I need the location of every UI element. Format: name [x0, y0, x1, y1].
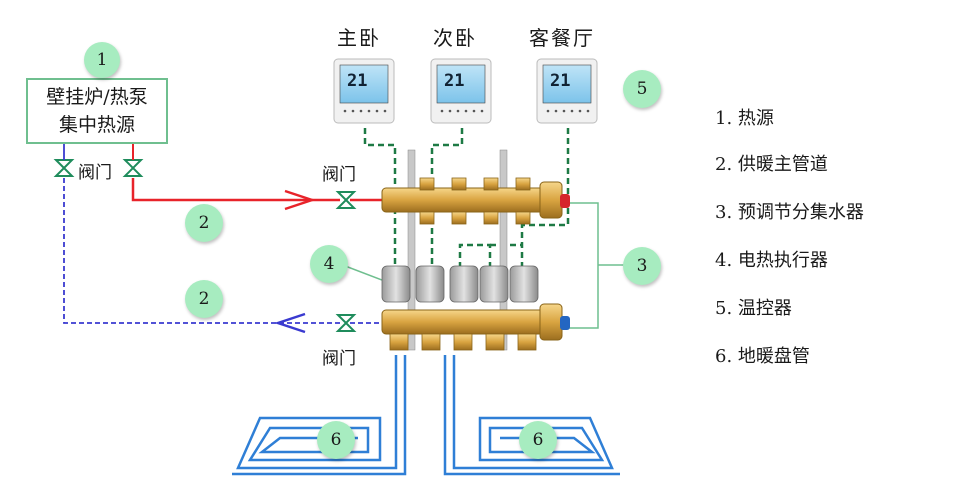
valve-label-return: 阀门	[322, 349, 356, 369]
thermostat-temp: 21	[347, 71, 368, 91]
badge-3: 3	[623, 247, 661, 285]
thermostat-second[interactable]: 21	[430, 58, 492, 124]
heat-source-line1: 壁挂炉/热泵	[46, 86, 148, 108]
badge-6-right: 6	[519, 421, 557, 459]
supply-end-fitting	[539, 181, 563, 219]
actuator	[479, 265, 509, 303]
actuator	[415, 265, 445, 303]
supply-manifold-bar	[381, 187, 553, 213]
legend-item-floor-coil: 6. 地暖盘管	[715, 346, 810, 367]
supply-valve[interactable]	[335, 191, 357, 209]
room-label-master: 主卧	[337, 26, 381, 50]
supply-bonnets	[419, 177, 531, 191]
actuator	[381, 265, 411, 303]
thermostat-living[interactable]: 21	[536, 58, 598, 124]
source-valve-left[interactable]	[53, 159, 75, 177]
source-valve-right[interactable]	[122, 159, 144, 177]
thermostat-master[interactable]: 21	[333, 58, 395, 124]
legend-item-main-pipe: 2. 供暖主管道	[715, 154, 828, 175]
heat-source-box: 壁挂炉/热泵 集中热源	[26, 78, 168, 144]
floor-coil-left	[232, 355, 407, 476]
blue-cap	[560, 316, 570, 330]
room-label-living: 客餐厅	[529, 26, 595, 50]
badge-1: 1	[84, 42, 120, 78]
heat-source-line2: 集中热源	[58, 114, 135, 136]
floor-coil-right	[443, 355, 620, 476]
legend-item-actuator: 4. 电热执行器	[715, 250, 828, 271]
supply-arrow	[284, 189, 316, 211]
legend-item-heat-source: 1. 热源	[715, 108, 774, 129]
manifold-bracket	[567, 202, 625, 329]
return-pipe	[63, 178, 382, 334]
badge-6-left: 6	[317, 421, 355, 459]
return-end-fitting	[539, 303, 563, 341]
thermostat-temp: 21	[550, 71, 571, 91]
legend-item-thermostat: 5. 温控器	[715, 298, 792, 319]
bracket-left	[407, 149, 416, 351]
valve-label-source: 阀门	[78, 163, 112, 183]
badge-2-supply: 2	[185, 204, 223, 242]
return-manifold-bar	[381, 309, 553, 335]
badge-4: 4	[310, 245, 348, 283]
supply-pipe	[131, 178, 382, 211]
badge-5: 5	[623, 70, 661, 108]
actuator	[509, 265, 539, 303]
room-label-second: 次卧	[433, 26, 477, 50]
badge-2-return: 2	[185, 280, 223, 318]
supply-stubs	[419, 211, 531, 225]
thermostat-temp: 21	[444, 71, 465, 91]
actuator	[449, 265, 479, 303]
return-outlets	[389, 333, 537, 351]
return-valve[interactable]	[335, 314, 357, 332]
legend-item-manifold: 3. 预调节分集水器	[715, 202, 864, 223]
return-arrow	[274, 312, 306, 334]
electro-thermal-actuators	[381, 265, 539, 303]
valve-label-supply: 阀门	[322, 165, 356, 185]
red-cap	[560, 194, 570, 208]
